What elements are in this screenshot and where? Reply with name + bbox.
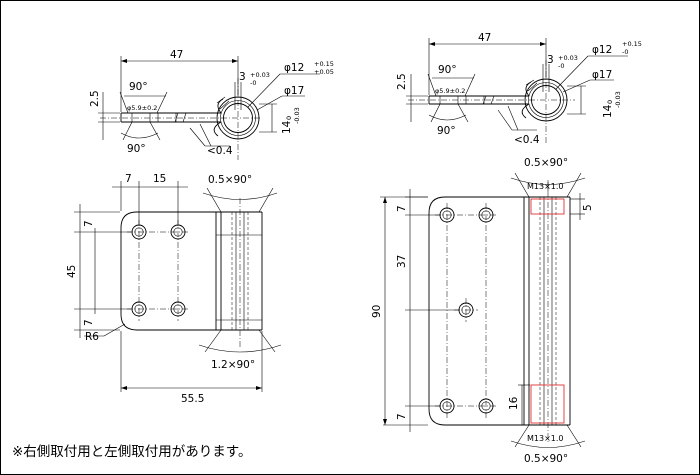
- dim-y1-left: 7: [83, 220, 95, 227]
- tol-gap-upper-left: +0.03: [250, 71, 270, 79]
- dim-thread-depth-bottom: 16: [508, 396, 520, 410]
- dim-angle-max-left: <0.4: [207, 145, 233, 157]
- dim-y-bottom-right: 7: [396, 413, 408, 420]
- dim-height-left: 14: [281, 120, 293, 134]
- tol-pin-upper-right: +0.15: [622, 40, 642, 48]
- dim-gap-right: 3: [547, 54, 554, 66]
- dim-angle-bottom-right: 90°: [437, 125, 456, 137]
- dim-y-mid-right: 37: [396, 255, 408, 268]
- dim-pin-left: φ12: [284, 62, 304, 74]
- dim-knuckle-left: φ17: [284, 85, 304, 97]
- dim-x2-left: 15: [153, 173, 166, 185]
- dim-hole-right: φ5.9±0.2: [435, 87, 465, 95]
- dim-thread-bottom-right: M13×1.0: [527, 434, 564, 443]
- dim-chamfer-bottom-left: 1.2×90°: [211, 359, 255, 371]
- left-top-view: [98, 56, 320, 160]
- tol-gap-upper-right: +0.03: [558, 54, 578, 62]
- tol-height-lower-left: -0.03: [293, 107, 301, 124]
- dim-chamfer-top-left: 0.5×90°: [208, 174, 252, 186]
- dim-thickness-left: 2.5: [89, 90, 101, 107]
- left-front-labels: 7 15 0.5×90° 7 45 7 R6 1.2×90° 55.5: [66, 173, 255, 405]
- dim-y1-right: 7: [396, 205, 408, 212]
- dim-thickness-right: 2.5: [396, 73, 408, 90]
- right-top-labels: 47 90° φ5.9±0.2 3 +0.03 -0 φ12 +0.15 -0 …: [396, 32, 642, 146]
- dim-width-47-left: 47: [170, 49, 183, 61]
- tol-height-upper-left: 0: [285, 116, 293, 120]
- tol-pin-lower-left: +0.05: [314, 68, 334, 76]
- footnote: ※右側取付用と左側取付用があります。: [12, 444, 252, 460]
- dim-thread-depth-top: 5: [582, 204, 594, 211]
- dim-y-mid-left: 45: [66, 265, 78, 278]
- tol-height-upper-right: 0: [606, 100, 614, 104]
- tol-pin-upper-left: +0.15: [314, 60, 334, 68]
- left-front-view: [74, 181, 282, 392]
- dim-pin-right: φ12: [592, 44, 612, 56]
- dim-total-height-right: 90: [371, 305, 383, 318]
- right-top-view: [406, 38, 628, 143]
- dim-width-47-right: 47: [478, 32, 491, 44]
- dim-total-width-left: 55.5: [181, 393, 204, 405]
- dim-x1-left: 7: [125, 173, 132, 185]
- dim-angle-max-right: <0.4: [514, 134, 540, 146]
- tol-pin-lower-right: -0: [622, 48, 628, 56]
- tol-gap-lower-left: -0: [250, 79, 256, 87]
- dim-gap-left: 3: [239, 71, 246, 83]
- right-front-labels: 0.5×90° M13×1.0 5 7 37 90 7 16 M13×1.0 0…: [371, 157, 594, 465]
- tol-gap-lower-right: -0: [558, 62, 564, 70]
- dim-thread-top-right: M13×1.0: [527, 182, 564, 191]
- dim-hole-left: φ5.9±0.2: [127, 104, 157, 112]
- dim-radius-left: R6: [85, 331, 99, 343]
- left-top-labels: 47 90° φ5.9±0.2 3 +0.03 -0 φ12 +0.15 +0.…: [89, 49, 334, 157]
- thread-marker-bottom: [530, 384, 565, 424]
- dim-height-right: 14: [602, 104, 614, 118]
- dim-y2-left: 7: [83, 319, 95, 326]
- dim-angle-top-right: 90°: [438, 64, 457, 76]
- dim-chamfer-bottom-right: 0.5×90°: [524, 453, 568, 465]
- thread-marker-top: [530, 198, 565, 215]
- dim-knuckle-right: φ17: [592, 69, 612, 81]
- dim-angle-top-left: 90°: [129, 81, 148, 93]
- tol-height-lower-right: -0.03: [614, 91, 622, 108]
- dim-chamfer-top-right: 0.5×90°: [524, 157, 568, 169]
- dim-angle-bottom-left: 90°: [127, 143, 146, 155]
- right-front-view: [380, 172, 586, 448]
